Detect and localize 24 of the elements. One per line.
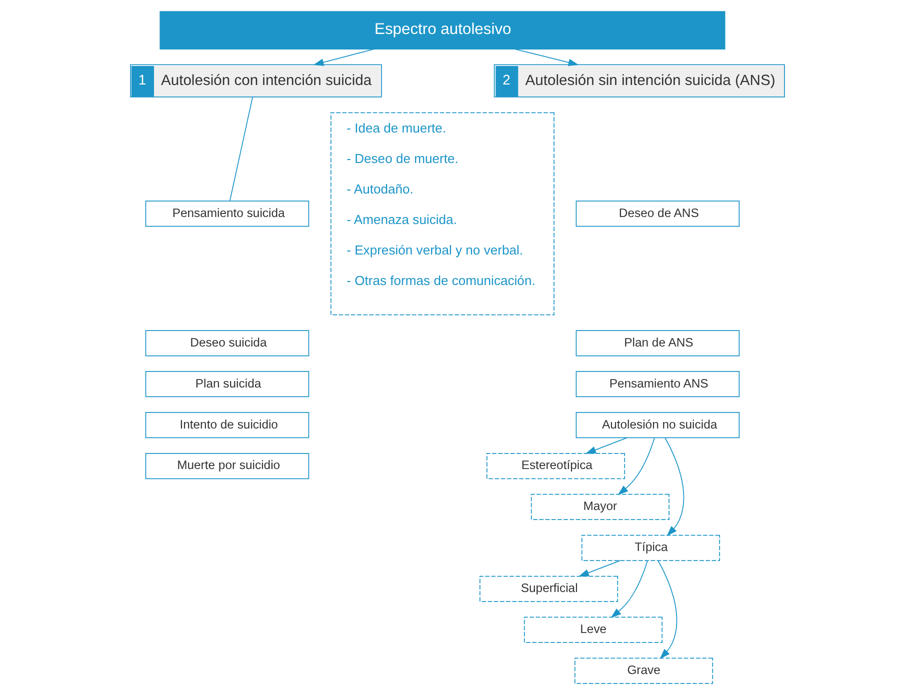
node-box: Típica: [580, 534, 720, 561]
node-box: Plan de ANS: [575, 330, 740, 356]
connector: [228, 96, 253, 202]
node-box: Estereotípica: [486, 452, 625, 480]
node-box: Espectro autolesivo: [159, 11, 725, 50]
arrow: [664, 437, 684, 536]
node-box: Pensamiento suicida: [144, 200, 309, 227]
arrow: [514, 48, 578, 66]
node-box: Mayor: [530, 494, 669, 520]
arrow: [617, 437, 654, 496]
node-box: Deseo de ANS: [575, 200, 740, 227]
node-box: Autolesión no suicida: [575, 412, 740, 438]
node-box: Deseo suicida: [144, 330, 309, 356]
arrow: [312, 48, 374, 66]
node-box: Plan suicida: [144, 371, 309, 398]
node-box: Superficial: [479, 576, 618, 602]
node-box: Leve: [523, 616, 662, 643]
node-box: Muerte por suicidio: [144, 452, 309, 480]
node-box: Intento de suicidio: [144, 412, 309, 438]
node-box: Grave: [574, 658, 713, 684]
arrow: [610, 560, 648, 618]
node-box: - Idea de muerte. - Deseo de muerte. - Autodaño. - Amenaza suicida. - Expresión verbal y no verbal. - Otras formas de comunicación.: [330, 112, 554, 316]
arrow: [657, 560, 677, 659]
node-box: Pensamiento ANS: [575, 371, 740, 398]
